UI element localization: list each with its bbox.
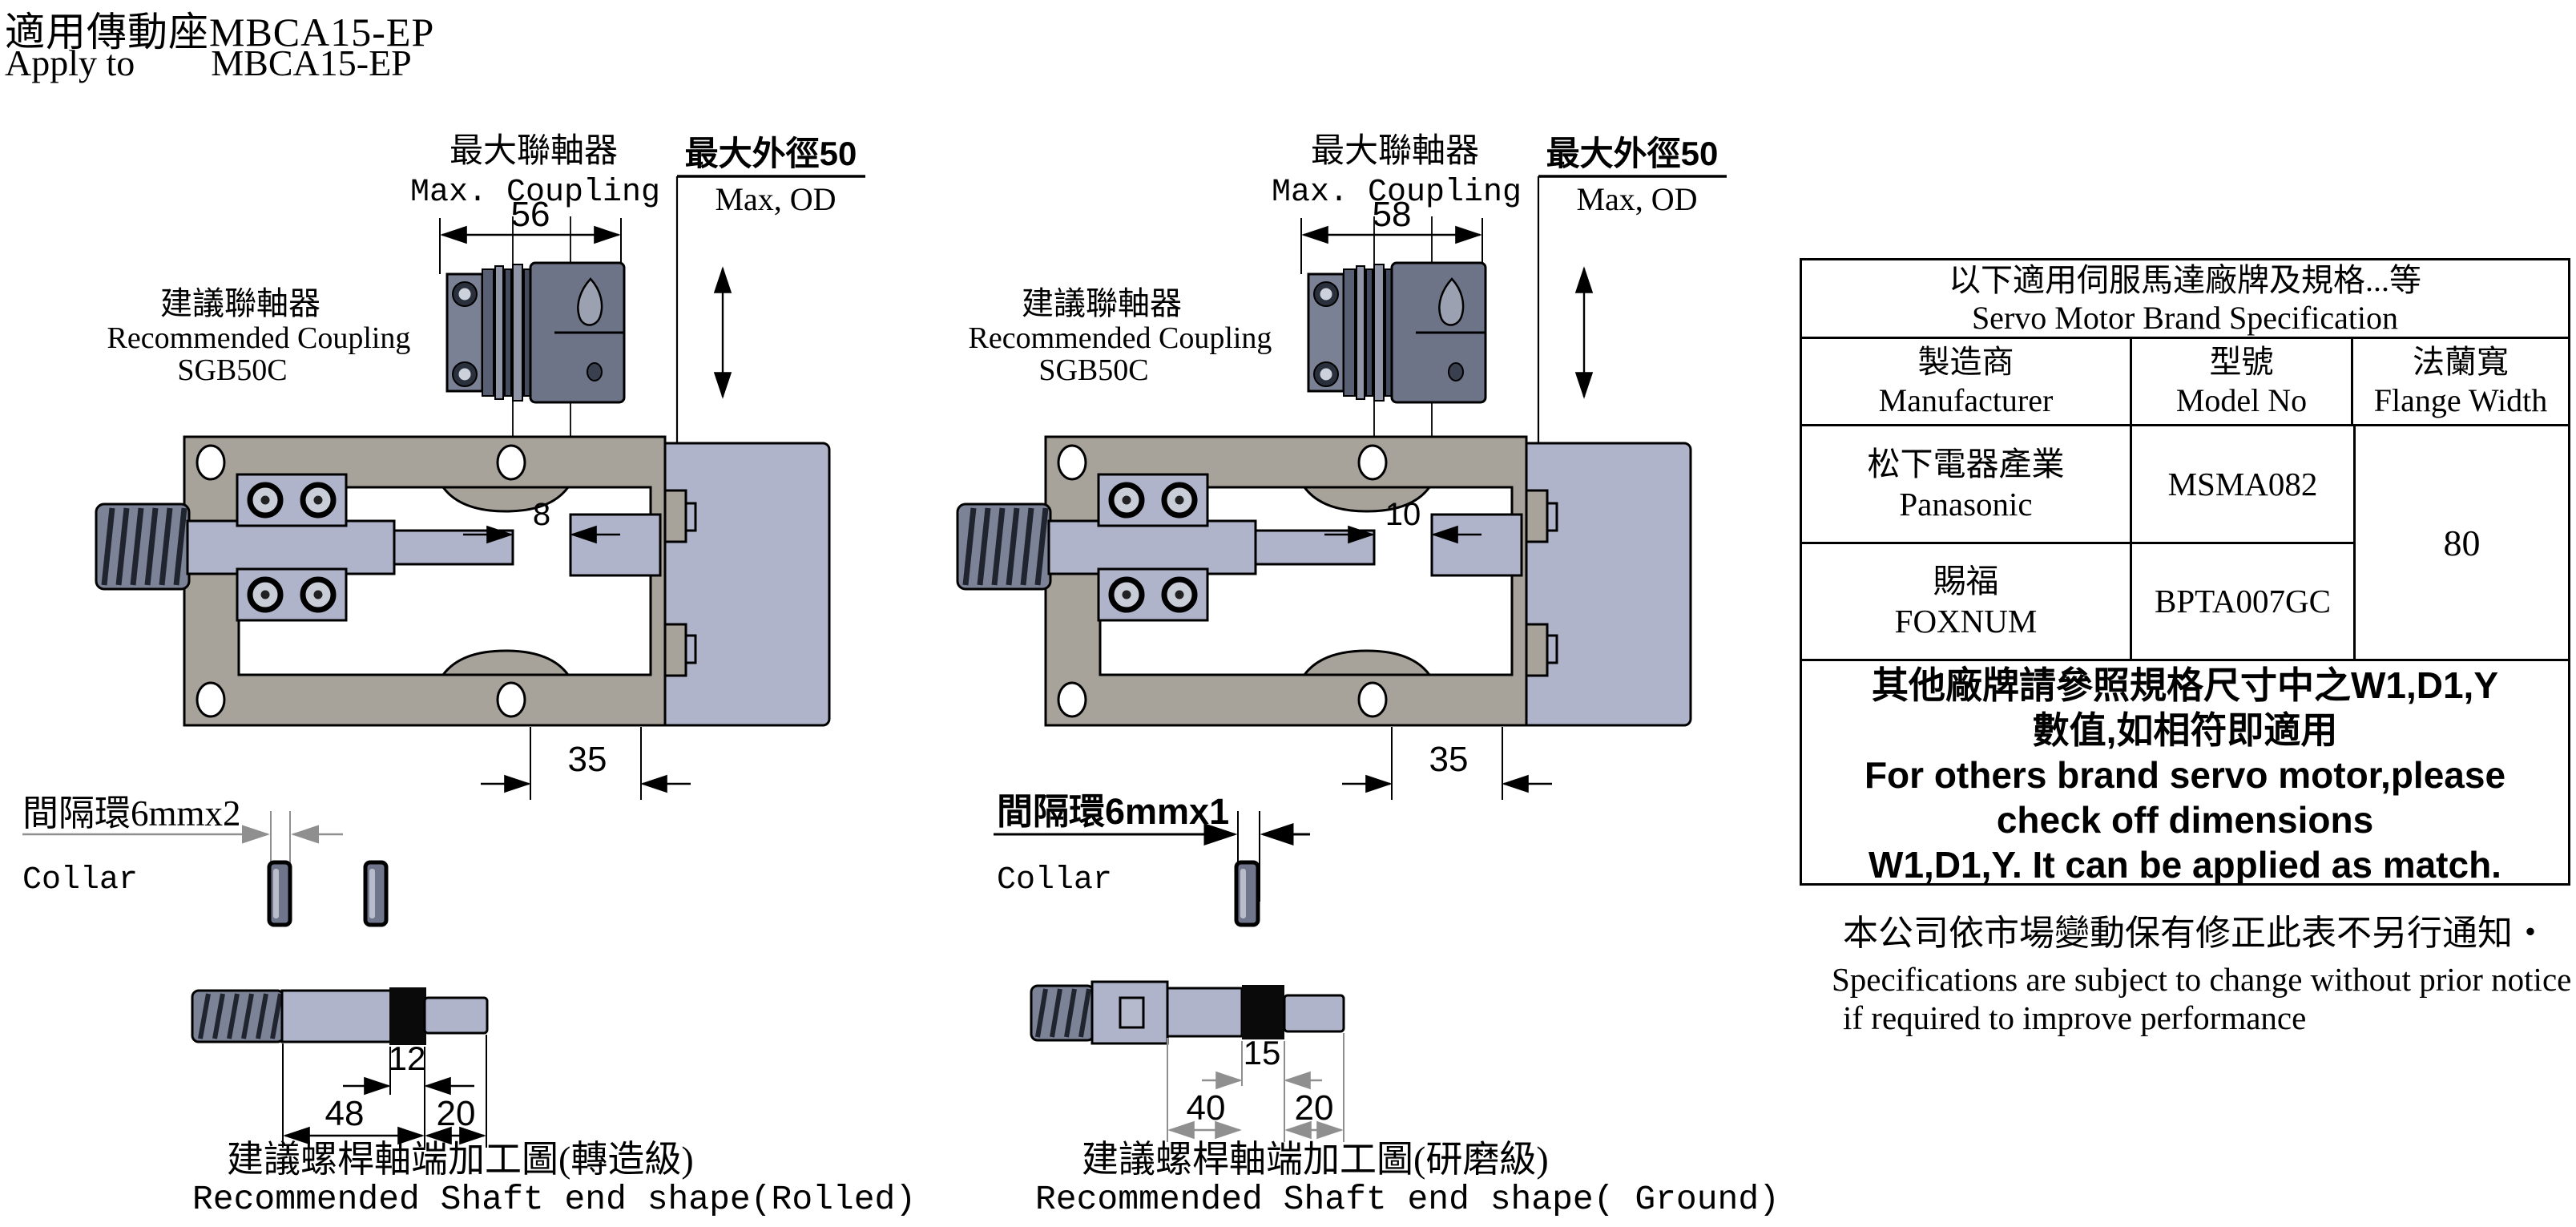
page-title-en-model: MBCA15-EP bbox=[211, 42, 412, 83]
right-screw-thread bbox=[956, 503, 1052, 591]
left-recommended-en: Recommended Coupling bbox=[107, 321, 411, 355]
right-shaft-dim-mid: 15 bbox=[1244, 1034, 1281, 1072]
right-shaft-black-band bbox=[1242, 985, 1284, 1039]
right-bolt-hole bbox=[1357, 681, 1388, 718]
right-bearings bbox=[1097, 473, 1209, 622]
right-bolt-hole bbox=[1357, 444, 1388, 481]
left-screw-thread bbox=[95, 503, 191, 591]
right-shaft-front-section bbox=[1090, 980, 1169, 1045]
page-title-zh: 適用傳動座MBCA15-EP bbox=[5, 10, 435, 54]
cell-manufacturer-foxnum: 賜福 FOXNUM bbox=[1802, 543, 2132, 659]
right-max-coupling-en: Max. Coupling bbox=[1272, 175, 1522, 211]
servo-spec-table: 以下適用伺服馬達廠牌及規格...等 Servo Motor Brand Spec… bbox=[1800, 258, 2570, 886]
table-title: 以下適用伺服馬達廠牌及規格...等 Servo Motor Brand Spec… bbox=[1802, 260, 2568, 339]
left-shaft-end-drawing: 12 48 20 bbox=[191, 987, 489, 1148]
left-coupling-width-dim: 56 bbox=[511, 195, 550, 234]
table-note: 其他廠牌請參照規格尺寸中之W1,D1,Y 數值,如相符即適用 For other… bbox=[1802, 659, 2568, 888]
right-recommended-zh: 建議聯軸器 bbox=[1022, 285, 1182, 321]
col-header-model: 型號 Model No bbox=[2132, 339, 2353, 424]
cell-model-panasonic: MSMA082 bbox=[2132, 426, 2356, 542]
left-bolt-hole bbox=[496, 681, 526, 718]
left-max-od-en: Max, OD bbox=[715, 181, 836, 217]
right-max-od-zh: 最大外徑50 bbox=[1546, 135, 1719, 172]
right-shaft-dim-long: 40 bbox=[1187, 1088, 1226, 1128]
page-title-en: Apply to MBCA15-EP bbox=[5, 42, 412, 84]
right-coupling-drawing bbox=[1307, 261, 1487, 404]
left-shaft-caption-zh: 建議螺桿軸端加工圖(轉造級) bbox=[227, 1139, 694, 1180]
left-coupling-drawing bbox=[445, 261, 626, 404]
cell-model-foxnum: BPTA007GC bbox=[2132, 543, 2356, 659]
left-shaft-caption-en: Recommended Shaft end shape(Rolled) bbox=[192, 1180, 916, 1219]
left-max-coupling-zh: 最大聯軸器 bbox=[449, 133, 618, 170]
right-recommended-en: Recommended Coupling bbox=[969, 321, 1272, 355]
table-row: 松下電器產業 Panasonic MSMA082 bbox=[1802, 426, 2356, 544]
left-recommended-model: SGB50C bbox=[177, 353, 287, 387]
left-offset-dim: 35 bbox=[568, 740, 607, 779]
right-collar-group: 間隔環6mmx1 Collar bbox=[994, 791, 1310, 927]
right-bolt-hole bbox=[1057, 681, 1087, 718]
right-shaft-caption-en: Recommended Shaft end shape( Ground) bbox=[1035, 1180, 1780, 1219]
right-collar-1 bbox=[1234, 860, 1260, 927]
table-title-zh: 以下適用伺服馬達廠牌及規格...等 bbox=[1949, 261, 2421, 298]
right-shaft bbox=[1047, 519, 1257, 575]
left-collar-label-en: Collar bbox=[22, 862, 138, 898]
right-max-coupling-zh: 最大聯軸器 bbox=[1311, 133, 1479, 170]
table-row: 賜福 FOXNUM BPTA007GC bbox=[1802, 543, 2356, 659]
left-collar-2 bbox=[363, 860, 389, 927]
right-shaft-caption-zh: 建議螺桿軸端加工圖(研磨級) bbox=[1082, 1139, 1549, 1180]
right-recommended-model: SGB50C bbox=[1038, 353, 1148, 387]
left-collar-group: 間隔環6mmx2 Collar bbox=[22, 793, 389, 927]
notice-zh: 本公司依市場變動保有修正此表不另行通知・ bbox=[1843, 914, 2548, 953]
left-coupling-clamp-hole bbox=[577, 277, 603, 326]
right-shaft-keyway bbox=[1119, 996, 1145, 1029]
right-max-od-en: Max, OD bbox=[1576, 181, 1697, 217]
left-max-coupling-en: Max. Coupling bbox=[410, 175, 660, 211]
left-collar-label-zh: 間隔環6mmx2 bbox=[22, 793, 241, 833]
right-gap-dim: 10 bbox=[1385, 497, 1421, 532]
table-header-row: 製造商 Manufacturer 型號 Model No 法蘭寬 Flange … bbox=[1802, 339, 2568, 426]
table-body: 松下電器產業 Panasonic MSMA082 賜福 FOXNUM BPTA0… bbox=[1802, 426, 2568, 659]
title-spacer bbox=[135, 42, 211, 84]
right-shaft-end-drawing: 15 40 20 bbox=[1030, 980, 1345, 1142]
notice-en-line2: if required to improve performance bbox=[1843, 999, 2307, 1036]
right-coupling-width-dim: 58 bbox=[1373, 195, 1412, 234]
right-offset-dim: 35 bbox=[1429, 740, 1469, 779]
left-motor-block bbox=[657, 442, 831, 727]
right-motor-block bbox=[1518, 442, 1692, 727]
right-collar-label-en: Collar bbox=[997, 862, 1112, 898]
left-shaft-dim-mid: 12 bbox=[389, 1039, 426, 1077]
left-bolt-hole bbox=[196, 681, 226, 718]
right-coupling-clamp-hole bbox=[1438, 277, 1465, 326]
left-housing-assembly bbox=[95, 435, 831, 727]
table-title-en: Servo Motor Brand Specification bbox=[1971, 299, 2399, 336]
left-shaft-dim-long: 48 bbox=[325, 1094, 365, 1133]
col-header-flange-width: 法蘭寬 Flange Width bbox=[2373, 344, 2548, 418]
right-collar-label-zh: 間隔環6mmx1 bbox=[997, 791, 1229, 832]
right-motor-shaft bbox=[1430, 513, 1523, 577]
right-drawing: 最大聯軸器 Max. Coupling 58 最大外徑50 Max, OD 建議… bbox=[956, 133, 1780, 1219]
left-bolt-hole bbox=[196, 444, 226, 481]
page-title-en-prefix: Apply to bbox=[5, 42, 135, 83]
left-bolt-hole bbox=[496, 444, 526, 481]
left-gap-dim: 8 bbox=[533, 497, 550, 532]
right-bolt-hole bbox=[1057, 444, 1087, 481]
left-shaft bbox=[186, 519, 396, 575]
right-shaft-dim-end: 20 bbox=[1295, 1088, 1334, 1128]
cell-manufacturer-panasonic: 松下電器產業 Panasonic bbox=[1802, 426, 2132, 542]
left-max-od-zh: 最大外徑50 bbox=[685, 135, 857, 172]
left-shaft-dim-end: 20 bbox=[437, 1094, 476, 1133]
col-header-manufacturer: 製造商 Manufacturer bbox=[1802, 339, 2132, 424]
left-motor-shaft bbox=[569, 513, 662, 577]
left-drawing: 最大聯軸器 Max. Coupling 56 最大外徑50 Max, OD 建議… bbox=[22, 133, 916, 1219]
left-bearings bbox=[236, 473, 348, 622]
cell-flange-width: 80 bbox=[2443, 522, 2481, 563]
left-collar-1 bbox=[267, 860, 292, 927]
notice-en-line1: Specifications are subject to change wit… bbox=[1832, 961, 2572, 998]
right-housing-assembly bbox=[956, 435, 1692, 727]
left-shaft-black-band bbox=[389, 987, 426, 1045]
left-recommended-zh: 建議聯軸器 bbox=[160, 285, 320, 321]
